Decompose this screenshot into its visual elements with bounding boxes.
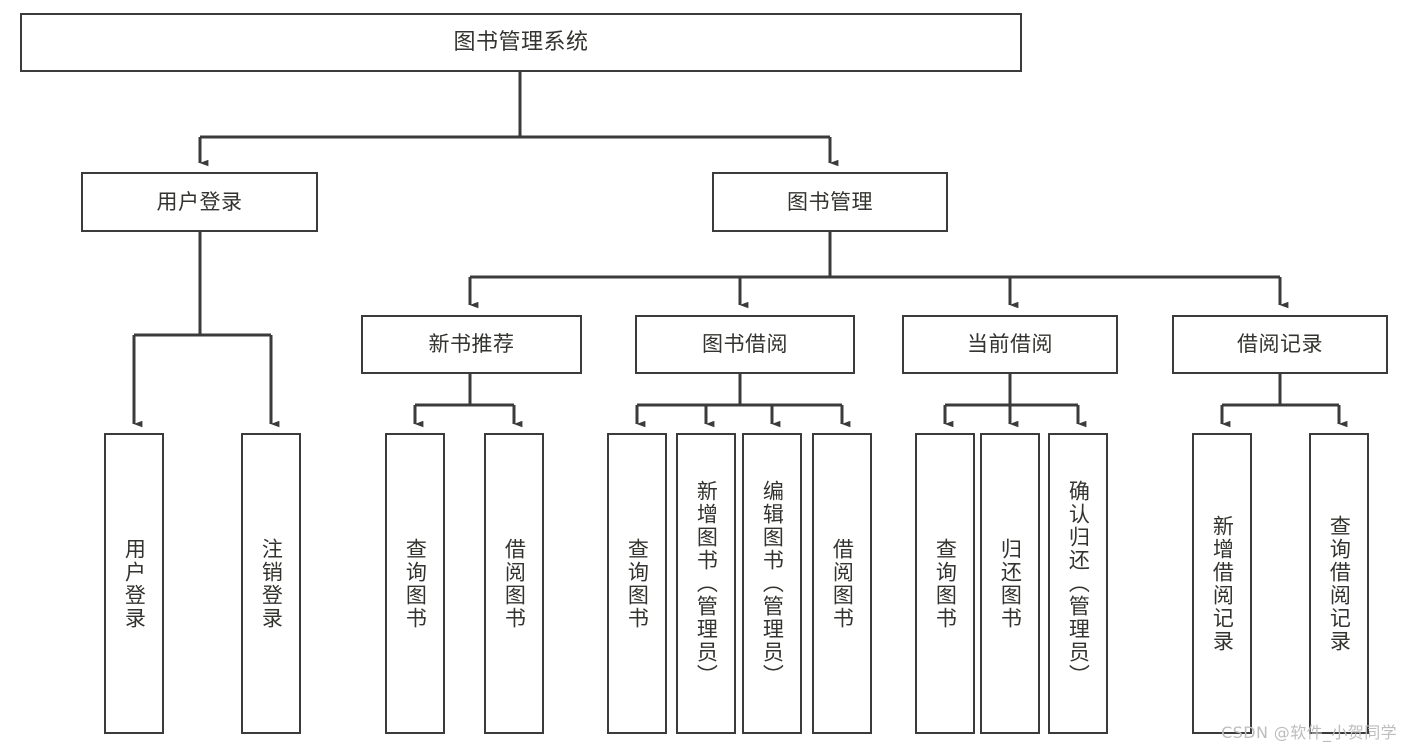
leaf-new-book-query[interactable]: 查询图书 — [385, 433, 445, 734]
node-user-login[interactable]: 用户登录 — [81, 172, 318, 232]
leaf-current-return-book[interactable]: 归还图书 — [980, 433, 1040, 734]
node-label: 查询图书 — [625, 537, 650, 630]
node-current-borrow[interactable]: 当前借阅 — [902, 315, 1118, 374]
node-label: 借阅记录 — [1237, 332, 1323, 357]
node-label: 查询图书 — [933, 537, 958, 630]
node-label: 借阅图书 — [502, 537, 527, 630]
node-borrow-record[interactable]: 借阅记录 — [1172, 315, 1388, 374]
node-label: 注销登录 — [259, 537, 284, 630]
leaf-record-query[interactable]: 查询借阅记录 — [1309, 433, 1369, 734]
leaf-borrow-edit-book[interactable]: 编辑图书（管理员） — [742, 433, 802, 734]
node-label: 新书推荐 — [428, 332, 515, 357]
leaf-borrow-add-book[interactable]: 新增图书（管理员） — [676, 433, 736, 734]
leaf-new-book-borrow[interactable]: 借阅图书 — [484, 433, 544, 734]
leaf-current-query-book[interactable]: 查询图书 — [915, 433, 975, 734]
node-label: 当前借阅 — [967, 332, 1053, 357]
node-label: 编辑图书（管理员） — [760, 480, 785, 687]
csdn-watermark: CSDN @软件_小贺同学 — [1221, 723, 1397, 742]
node-label: 图书管理 — [787, 189, 873, 214]
node-label: 查询图书 — [403, 537, 428, 630]
node-book-borrow[interactable]: 图书借阅 — [635, 315, 855, 374]
leaf-user-login-logout[interactable]: 注销登录 — [241, 433, 301, 734]
node-label: 新增图书（管理员） — [694, 480, 719, 687]
node-label: 用户登录 — [156, 189, 243, 214]
node-label: 归还图书 — [998, 537, 1023, 630]
node-book-management[interactable]: 图书管理 — [712, 172, 948, 232]
leaf-borrow-query-book[interactable]: 查询图书 — [607, 433, 667, 734]
node-label: 借阅图书 — [830, 537, 855, 630]
node-label: 图书管理系统 — [453, 29, 589, 55]
node-label: 用户登录 — [122, 537, 147, 630]
node-new-book-recommend[interactable]: 新书推荐 — [361, 315, 582, 374]
node-label: 确认归还（管理员） — [1066, 480, 1091, 687]
node-label: 查询借阅记录 — [1327, 514, 1352, 653]
leaf-record-add[interactable]: 新增借阅记录 — [1192, 433, 1252, 734]
node-root-system[interactable]: 图书管理系统 — [20, 13, 1022, 72]
node-label: 图书借阅 — [702, 332, 788, 357]
node-label: 新增借阅记录 — [1210, 514, 1235, 653]
leaf-current-confirm-return[interactable]: 确认归还（管理员） — [1048, 433, 1108, 734]
leaf-borrow-borrow-book[interactable]: 借阅图书 — [812, 433, 872, 734]
leaf-user-login-login[interactable]: 用户登录 — [104, 433, 164, 734]
